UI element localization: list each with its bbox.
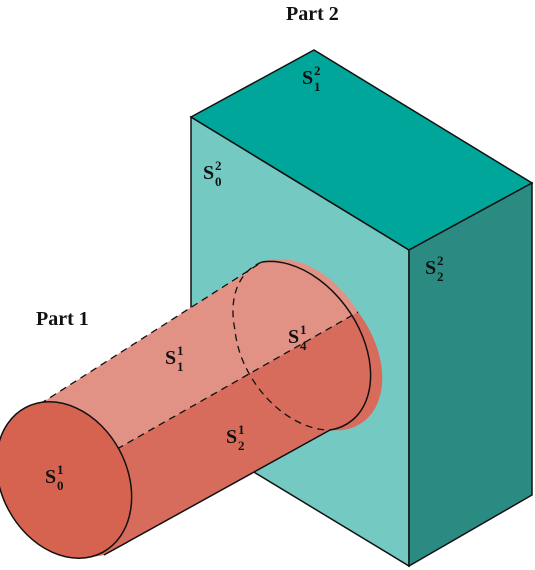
cylinder-top-edge xyxy=(39,261,263,405)
svg-text:1: 1 xyxy=(57,462,64,477)
svg-text:S: S xyxy=(425,257,436,279)
label-s1-upper: S 1 1 xyxy=(165,343,184,374)
svg-text:1: 1 xyxy=(314,79,321,94)
label-s1-contact: S 1 4 xyxy=(288,322,307,353)
part1-title: Part 1 xyxy=(36,308,89,330)
cylinder-far-rim-visible xyxy=(261,260,372,431)
svg-text:1: 1 xyxy=(177,343,184,358)
svg-text:0: 0 xyxy=(215,174,222,189)
svg-text:4: 4 xyxy=(300,338,307,353)
cylinder-far-rim-hidden xyxy=(232,261,331,431)
svg-text:S: S xyxy=(226,426,237,448)
svg-text:2: 2 xyxy=(215,158,222,173)
cylinder-end-face xyxy=(0,401,133,559)
label-s1-lower: S 1 2 xyxy=(226,422,245,453)
cylinder-bottom-edge xyxy=(103,429,331,556)
svg-text:1: 1 xyxy=(300,322,307,337)
cylinder-upper-face xyxy=(40,258,358,449)
svg-text:S: S xyxy=(203,162,214,184)
svg-text:1: 1 xyxy=(238,422,245,437)
label-s2-front: S 2 0 xyxy=(203,158,222,189)
svg-text:S: S xyxy=(302,67,313,89)
part2-title: Part 2 xyxy=(286,3,339,25)
svg-text:2: 2 xyxy=(238,438,245,453)
label-s2-side: S 2 2 xyxy=(425,253,444,284)
label-s2-top: S 2 1 xyxy=(302,63,321,94)
svg-text:S: S xyxy=(288,326,299,348)
svg-text:1: 1 xyxy=(177,359,184,374)
svg-text:0: 0 xyxy=(57,478,64,493)
svg-text:2: 2 xyxy=(314,63,321,78)
cylinder-lower-face xyxy=(80,312,383,558)
svg-text:S: S xyxy=(45,466,56,488)
cylinder-mid-line xyxy=(116,311,359,450)
box-side-face xyxy=(408,181,533,568)
svg-text:2: 2 xyxy=(437,269,444,284)
svg-text:S: S xyxy=(165,347,176,369)
label-s1-end: S 1 0 xyxy=(45,462,64,493)
svg-text:2: 2 xyxy=(437,253,444,268)
part1-cylinder xyxy=(0,258,383,559)
